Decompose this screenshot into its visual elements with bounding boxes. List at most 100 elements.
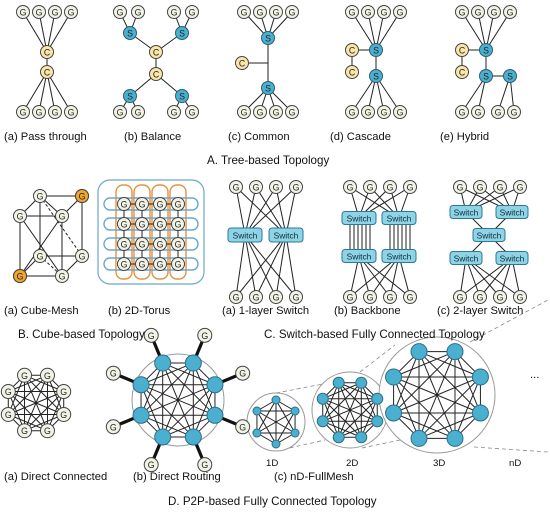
- caption-balance: (b) Balance: [124, 131, 181, 143]
- caption-2d-torus: (b) 2D-Torus: [108, 305, 171, 317]
- gpu-node: G: [185, 5, 199, 19]
- gpu-node: G: [113, 5, 127, 19]
- gpu-node-circle: [393, 105, 407, 119]
- gpu-node: G: [507, 105, 521, 119]
- gpu-node-label: G: [347, 293, 354, 303]
- gpu-node-label: G: [365, 8, 372, 18]
- fullmesh-node: [355, 376, 368, 389]
- fullmesh-node: [316, 392, 329, 405]
- gpu-node: G: [383, 290, 397, 304]
- link-line: [255, 186, 287, 236]
- gpu-node-circle: [143, 457, 159, 473]
- gpu-node: G: [269, 290, 283, 304]
- fullmesh-node: [290, 406, 300, 416]
- gpu-node-circle: [167, 5, 181, 19]
- link-line: [162, 384, 216, 438]
- gpu-node-label: G: [397, 108, 404, 118]
- gpu-node-label: G: [36, 8, 43, 18]
- cpu-node-label: C: [459, 46, 466, 56]
- gpu-node-circle: [171, 257, 185, 271]
- gpu-node-label: G: [189, 108, 196, 118]
- switch-box-rect: [449, 251, 483, 265]
- switch-node-circle: [479, 43, 493, 57]
- gpu-node: G: [513, 180, 527, 194]
- gpu-node: G: [17, 367, 33, 383]
- gpu-node-label: G: [273, 293, 280, 303]
- gpu-node-circle: [117, 237, 131, 251]
- switch-node-circle: [369, 69, 383, 83]
- gpu-node-label: G: [175, 220, 182, 230]
- gpu-node-label: G: [148, 460, 155, 470]
- link-line: [19, 215, 63, 277]
- gpu-node: G: [473, 180, 487, 194]
- gpu-node-label: G: [121, 200, 128, 210]
- gpu-node-circle: [185, 105, 199, 119]
- gpu-node-label: G: [367, 293, 374, 303]
- switch-box-rect: [341, 211, 377, 225]
- gpu-node-circle: [75, 249, 89, 263]
- gpu-node-circle: [33, 189, 47, 203]
- gpu-node-circle: [285, 5, 299, 19]
- link-line: [244, 234, 257, 298]
- switch-box-label: Switch: [347, 214, 372, 224]
- link-line: [275, 234, 287, 298]
- switch-node: S: [261, 31, 275, 45]
- gpu-node-label: G: [121, 220, 128, 230]
- gpu-node-label: G: [117, 108, 124, 118]
- switch-node: S: [261, 81, 275, 95]
- gpu-node-label: G: [457, 183, 464, 193]
- gpu-node: G: [455, 105, 469, 119]
- gpu-node-circle: [343, 290, 357, 304]
- gpu-node-label: G: [37, 192, 44, 202]
- gpu-node: G: [17, 423, 33, 439]
- cpu-node-label: C: [153, 48, 160, 58]
- gpu-node: G: [131, 5, 145, 19]
- switch-box: Switch: [268, 227, 304, 243]
- gpu-node-label: G: [459, 108, 466, 118]
- gpu-node-label: G: [507, 8, 514, 18]
- gpu-node: G: [487, 5, 501, 19]
- gpu-node: G: [171, 197, 185, 211]
- gpu-node-label: G: [171, 108, 178, 118]
- gpu-node-circle: [383, 180, 397, 194]
- cpu-node-circle: [149, 45, 163, 59]
- link-line: [24, 374, 65, 415]
- gpu-node: G: [493, 180, 507, 194]
- gpu-node-circle: [48, 105, 62, 119]
- gpu-node-highlight-circle: [75, 189, 89, 203]
- gpu-node-label: G: [139, 200, 146, 210]
- link-line: [235, 186, 287, 236]
- link-line: [338, 382, 378, 422]
- link-line: [235, 234, 287, 298]
- gpu-node-circle: [229, 290, 243, 304]
- switch-box: Switch: [449, 205, 483, 219]
- gpu-node-label: G: [110, 422, 117, 432]
- fullmesh-node: [271, 395, 281, 405]
- switch-box-rect: [472, 228, 506, 242]
- gpu-node-circle: [343, 180, 357, 194]
- gpu-node-label: G: [5, 410, 12, 420]
- gpu-node-label: G: [293, 293, 300, 303]
- gpu-node-circle: [135, 257, 149, 271]
- gpu-node-label: G: [475, 108, 482, 118]
- cpu-node-circle: [345, 65, 359, 79]
- routing-node: [154, 428, 172, 446]
- gpu-node-label: G: [175, 260, 182, 270]
- gpu-node-circle: [153, 257, 167, 271]
- gpu-node-circle: [491, 105, 505, 119]
- link-line: [393, 351, 420, 414]
- gpu-node: G: [197, 327, 213, 343]
- gpu-node-label: G: [60, 410, 67, 420]
- gpu-node: G: [285, 5, 299, 19]
- gpu-node-circle: [105, 365, 121, 381]
- gpu-node-label: G: [273, 183, 280, 193]
- gpu-node-label: G: [121, 240, 128, 250]
- fullmesh-node: [446, 429, 464, 447]
- caption-common: (c) Common: [228, 131, 290, 143]
- gpu-node: G: [235, 419, 251, 435]
- gpu-node-label: G: [407, 183, 414, 193]
- gpu-node-label: G: [253, 293, 260, 303]
- link-line: [351, 11, 377, 51]
- link-line: [275, 186, 287, 236]
- gpu-node-label: G: [175, 200, 182, 210]
